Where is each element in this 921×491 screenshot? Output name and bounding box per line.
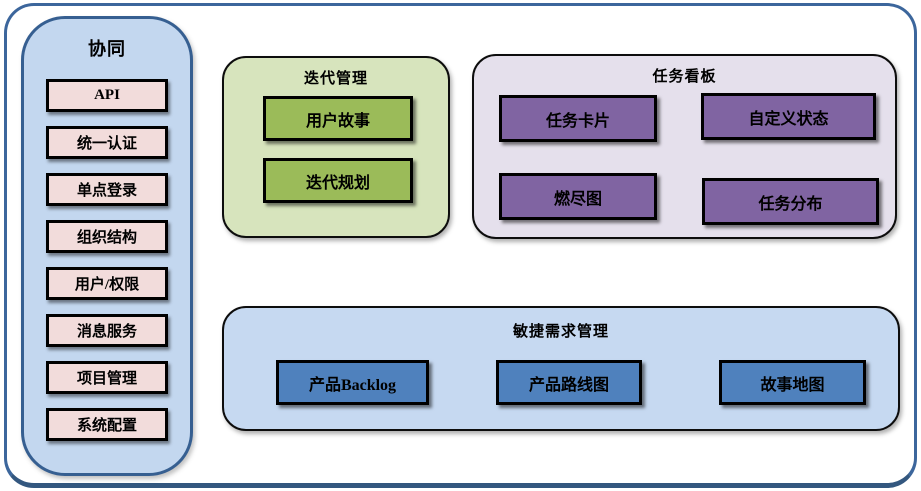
item-product-roadmap: 产品路线图 (496, 360, 642, 405)
item-task-card: 任务卡片 (499, 95, 657, 142)
item-user-story: 用户故事 (263, 96, 413, 141)
item-custom-status: 自定义状态 (701, 93, 876, 140)
item-task-distribution: 任务分布 (702, 178, 879, 225)
sidebar-item-unified-auth: 统一认证 (46, 126, 168, 159)
item-product-backlog: 产品Backlog (276, 360, 429, 405)
item-burndown-chart: 燃尽图 (499, 173, 657, 220)
collaboration-item-list: API 统一认证 单点登录 组织结构 用户/权限 消息服务 项目管理 系统配置 (24, 79, 190, 441)
diagram-outer-frame: 协同 API 统一认证 单点登录 组织结构 用户/权限 消息服务 项目管理 系统… (4, 3, 917, 488)
sidebar-item-message-service: 消息服务 (46, 314, 168, 347)
iteration-management-title: 迭代管理 (303, 70, 368, 87)
sidebar-item-project-management: 项目管理 (46, 361, 168, 394)
sidebar-item-org-structure: 组织结构 (46, 220, 168, 253)
panel-collaboration: 协同 API 统一认证 单点登录 组织结构 用户/权限 消息服务 项目管理 系统… (21, 16, 193, 476)
agile-requirement-title: 敏捷需求管理 (512, 323, 609, 340)
task-board-title: 任务看板 (652, 68, 717, 85)
sidebar-item-user-permission: 用户/权限 (46, 267, 168, 300)
sidebar-item-system-config: 系统配置 (46, 408, 168, 441)
panel-task-board: 任务看板 任务卡片 自定义状态 燃尽图 任务分布 (472, 54, 897, 239)
panel-iteration-management: 迭代管理 用户故事 迭代规划 (222, 56, 450, 238)
collaboration-title: 协同 (88, 39, 126, 59)
item-iteration-planning: 迭代规划 (263, 158, 413, 203)
item-story-map: 故事地图 (719, 360, 866, 405)
sidebar-item-sso: 单点登录 (46, 173, 168, 206)
sidebar-item-api: API (46, 79, 168, 112)
panel-agile-requirement-management: 敏捷需求管理 产品Backlog 产品路线图 故事地图 (222, 306, 900, 431)
